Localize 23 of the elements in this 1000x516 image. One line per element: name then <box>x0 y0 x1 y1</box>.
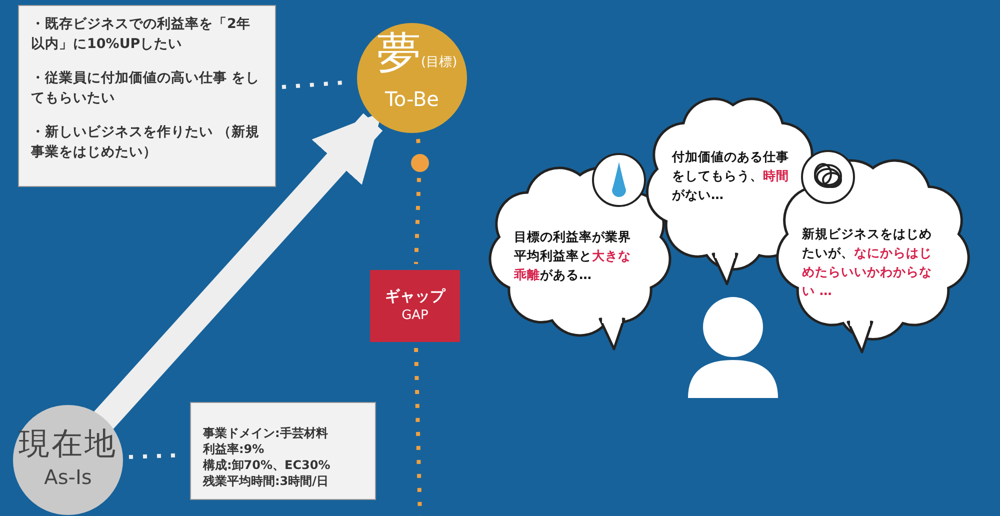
speech-text: 新規ビジネスをはじめたいが、なにからはじめたらいいかわからない … <box>802 225 932 300</box>
marker-dot <box>411 154 429 172</box>
speech-text: 目標の利益率が業界平均利益率と大きな乖離がある… <box>514 228 632 284</box>
info-text: 事業ドメイン:手芸材料 <box>203 425 329 441</box>
current-title: 現在地 <box>18 425 118 464</box>
goal-kanji: 夢 <box>377 27 421 81</box>
bullet-text: ・新しいビジネスを作りたい （新規事業をはじめたい） <box>31 123 261 162</box>
progress-arrow <box>93 112 383 430</box>
goal-subtext: (目標) <box>421 54 458 71</box>
info-text: 残業平均時間:3時間/日 <box>203 473 330 489</box>
dotted-connector <box>414 178 421 264</box>
goal-label: To-Be <box>384 87 440 111</box>
note-card <box>18 5 276 187</box>
speech-text: 付加価値のある仕事をしてもらう、時間がない… <box>672 148 790 204</box>
gap-box <box>370 270 460 342</box>
bullet-text: ・従業員に付加価値の高い仕事 をしてもらいたい <box>31 69 261 108</box>
info-text: 利益率:9% <box>203 441 266 457</box>
current-label: As-Is <box>43 465 93 489</box>
gap-text: ギャップ <box>384 286 447 306</box>
gap-text: GAP <box>400 307 430 325</box>
info-text: 構成:卸70%、EC30% <box>203 457 332 473</box>
info-card <box>190 402 376 500</box>
bullet-text: ・既存ビジネスでの利益率を「2年以内」に10%UPしたい <box>31 15 252 54</box>
